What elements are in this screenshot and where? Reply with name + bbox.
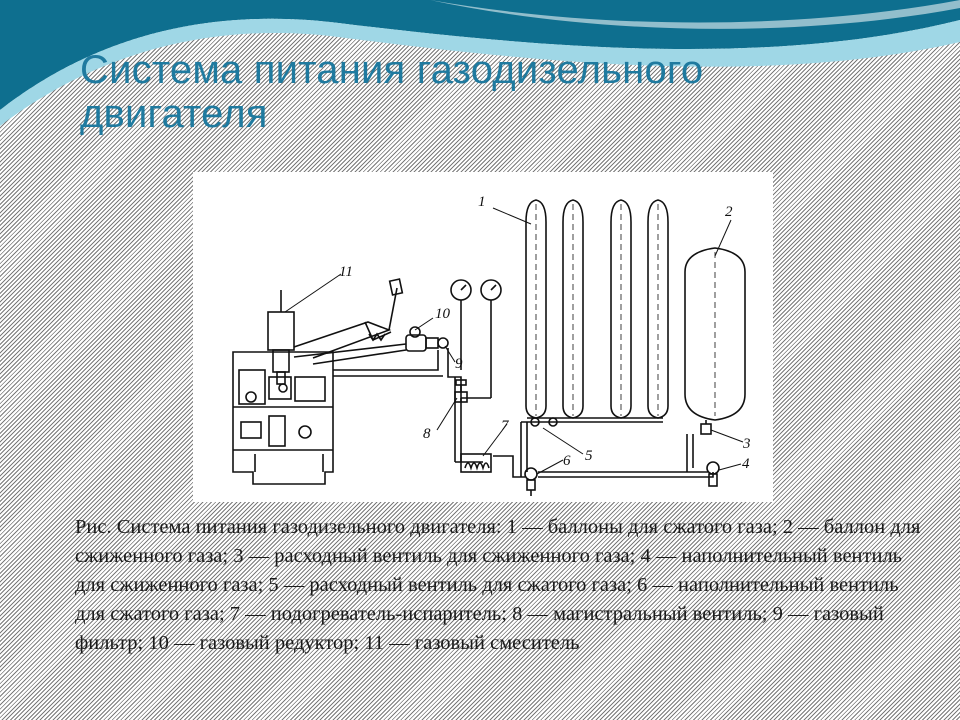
- gas-mixer-11: [267, 290, 295, 385]
- header-wave-decoration: [0, 0, 960, 126]
- label-5: 5: [585, 448, 593, 464]
- figure-caption: Рис. Система питания газодизельного двиг…: [75, 516, 921, 654]
- label-2: 2: [725, 204, 733, 220]
- main-valve-8: [454, 379, 468, 403]
- valve-6: [524, 467, 538, 496]
- label-4: 4: [742, 456, 750, 472]
- gas-diesel-system-diagram: 1 2 3 4 5 6 7 8 9 10 11: [193, 172, 773, 502]
- label-9: 9: [455, 356, 463, 372]
- label-10: 10: [435, 306, 451, 322]
- slide-title: Система питания газодизельного двигателя: [80, 48, 704, 136]
- label-11: 11: [339, 264, 353, 280]
- compressed-gas-cylinders-1: [525, 199, 669, 419]
- liquefied-gas-cylinder-2: [684, 247, 746, 487]
- label-6: 6: [563, 453, 571, 469]
- label-1: 1: [478, 194, 486, 210]
- heater-evaporator-7: [460, 453, 492, 473]
- pipelines: [293, 343, 714, 478]
- leader-lines: [284, 207, 744, 475]
- control-linkage: [293, 278, 404, 359]
- label-7: 7: [501, 418, 510, 434]
- pressure-gauges: [450, 279, 502, 398]
- label-8: 8: [423, 426, 431, 442]
- gas-reducer-10: [405, 326, 449, 352]
- label-3: 3: [742, 436, 751, 452]
- engine-block: [232, 351, 334, 485]
